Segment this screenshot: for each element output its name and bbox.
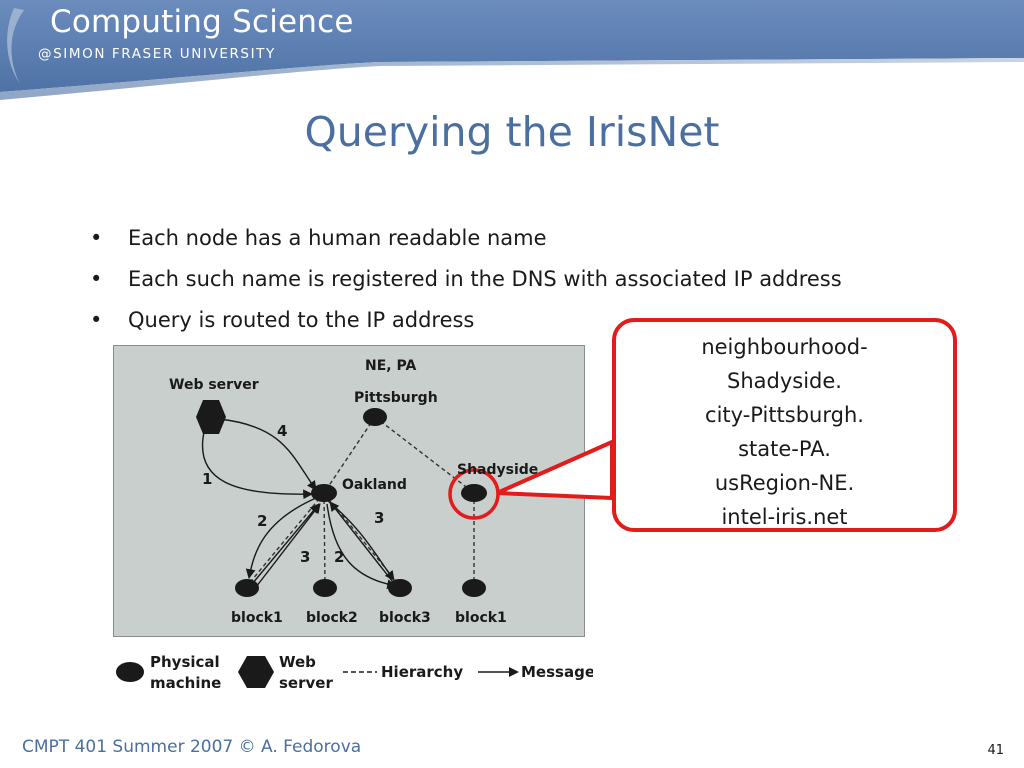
pittsburgh-node [363,408,387,426]
label-pittsburgh: Pittsburgh [354,390,438,406]
block2-node [313,579,337,597]
web-server-icon [238,656,274,688]
bullet-item: Query is routed to the IP address [88,304,842,345]
brand-title: Computing Science [50,4,354,40]
legend-physical-line1: Physical [150,653,220,671]
message-number: 3 [374,509,384,527]
bullet-item: Each such name is registered in the DNS … [88,263,842,304]
callout-line: neighbourhood- [701,335,868,359]
callout-line: city-Pittsburgh. [705,403,864,427]
message-number: 3 [300,548,310,566]
bullet-list: Each node has a human readable name Each… [88,222,842,345]
block1-right-node [462,579,486,597]
label-block1-right: block1 [455,610,507,626]
callout-line: usRegion-NE. [714,471,855,495]
label-block1-left: block1 [231,610,283,626]
message-number: 1 [202,470,212,488]
legend-hierarchy: Hierarchy [381,663,463,681]
web-server-node [196,400,226,434]
message-arrowhead-icon [509,667,519,677]
callout-line: state-PA. [738,437,831,461]
message-number: 4 [277,422,287,440]
shadyside-node [461,484,487,502]
diagram-legend: Physical machine Web server Hierarchy Me… [113,648,595,696]
diagram-canvas: Web server NE, PA Pittsburgh Oakland Sha… [169,358,538,626]
block1-left-node [235,579,259,597]
slide-title: Querying the IrisNet [304,108,720,156]
bullet-item: Each node has a human readable name [88,222,842,263]
header-swoosh [0,0,1024,100]
physical-machine-icon [116,662,144,682]
label-web-server: Web server [169,377,259,393]
label-shadyside: Shadyside [457,462,538,478]
oakland-node [311,484,337,502]
message-number: 2 [257,512,267,530]
callout-text: neighbourhood- Shadyside. city-Pittsburg… [616,330,953,534]
dns-name-callout: neighbourhood- Shadyside. city-Pittsburg… [612,318,957,532]
block3-node [388,579,412,597]
legend-canvas: Physical machine Web server Hierarchy Me… [116,653,595,692]
header-banner: Computing Science @SIMON FRASER UNIVERSI… [0,0,1024,100]
callout-line: Shadyside. [727,369,842,393]
message-number: 2 [334,548,344,566]
footer-course: CMPT 401 Summer 2007 © A. Fedorova [22,737,362,757]
page-number: 41 [987,743,1004,758]
legend-physical-line2: machine [150,674,221,692]
label-block3: block3 [379,610,431,626]
label-block2: block2 [306,610,358,626]
label-oakland: Oakland [342,477,407,493]
legend-message: Message [521,663,593,681]
legend-web-line2: server [279,674,333,692]
label-ne-pa: NE, PA [365,358,416,374]
legend-web-line1: Web [279,653,316,671]
brand-subtitle: @SIMON FRASER UNIVERSITY [38,46,276,62]
callout-line: intel-iris.net [721,505,848,529]
message-arrows [201,418,397,590]
